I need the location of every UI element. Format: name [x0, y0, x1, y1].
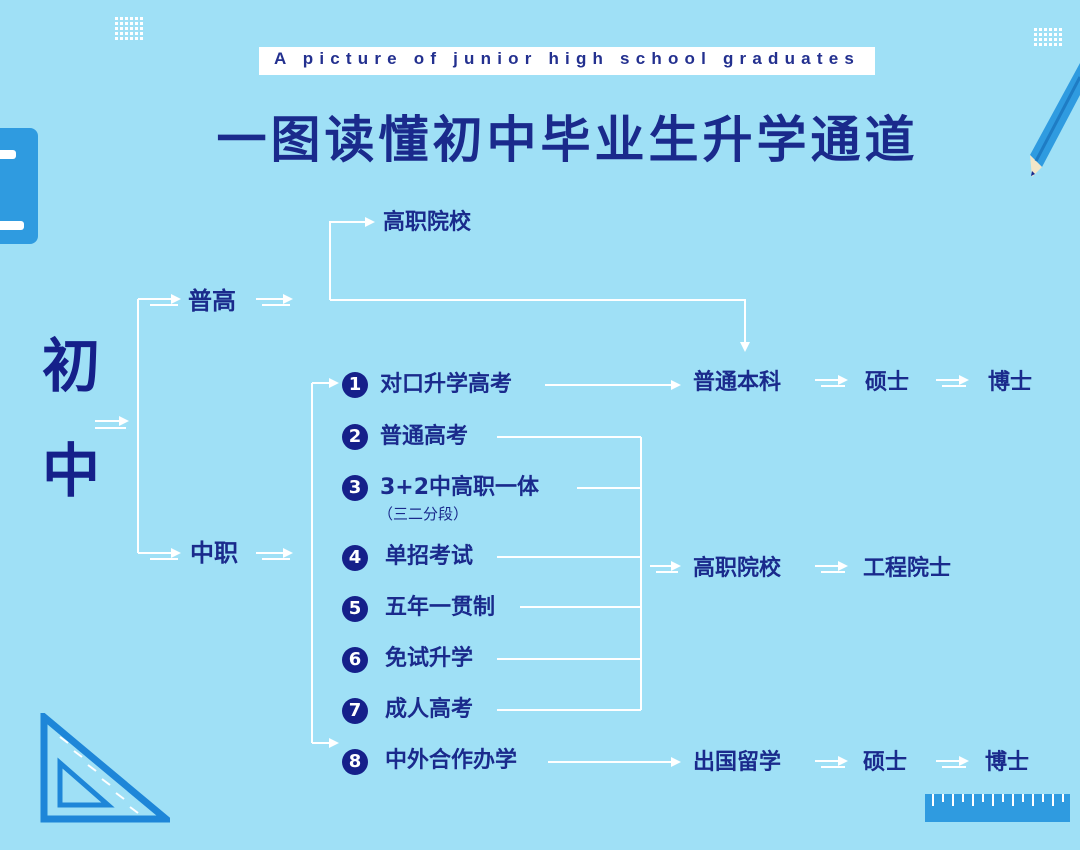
- pathway-label: 3+2中高职一体: [380, 475, 540, 500]
- pathway-label: 成人高考: [385, 697, 474, 722]
- pathway-number-badge: 3: [342, 475, 368, 501]
- general-target-node: 高职院校: [383, 210, 472, 235]
- root-label-top: 初: [42, 332, 101, 400]
- branch-general-high-school: 普高: [188, 287, 236, 315]
- pathway-label: 中外合作办学: [385, 748, 518, 773]
- pathway-number-badge: 6: [342, 647, 368, 673]
- pathway-label: 五年一贯制: [385, 595, 496, 620]
- root-label-bottom: 中: [42, 437, 101, 505]
- page-title: 一图读懂初中毕业生升学通道: [216, 111, 919, 169]
- outcome-node: 高职院校: [693, 556, 782, 581]
- outcome-node: 博士: [985, 750, 1030, 775]
- outcome-node: 博士: [988, 370, 1033, 395]
- pathway-number-badge: 5: [342, 596, 368, 622]
- pathway-label: 免试升学: [385, 646, 474, 671]
- pathway-label: 对口升学高考: [380, 372, 513, 397]
- ruler-icon: [0, 128, 38, 244]
- subtitle-band: [259, 47, 875, 75]
- outcome-node: 普通本科: [693, 370, 782, 395]
- pathway-number-badge: 7: [342, 698, 368, 724]
- ruler-icon: [925, 794, 1070, 822]
- set-square-icon: [40, 713, 170, 823]
- pathway-label: 普通高考: [380, 424, 469, 449]
- pathway-number-badge: 1: [342, 372, 368, 398]
- pathway-label: 单招考试: [385, 544, 474, 569]
- dot-grid-decoration: [1034, 28, 1062, 46]
- branch-vocational-school: 中职: [190, 539, 238, 567]
- pencil-icon: [1030, 63, 1080, 177]
- subtitle: A picture of junior high school graduate…: [273, 49, 861, 68]
- pathway-number-badge: 8: [342, 749, 368, 775]
- outcome-node: 硕士: [863, 750, 908, 775]
- outcome-node: 硕士: [865, 370, 910, 395]
- pathway-number-badge: 4: [342, 545, 368, 571]
- pathway-note: （三二分段）: [378, 505, 469, 523]
- outcome-node: 工程院士: [863, 556, 952, 581]
- dot-grid-decoration: [115, 17, 143, 40]
- outcome-node: 出国留学: [693, 750, 782, 775]
- pathway-number-badge: 2: [342, 424, 368, 450]
